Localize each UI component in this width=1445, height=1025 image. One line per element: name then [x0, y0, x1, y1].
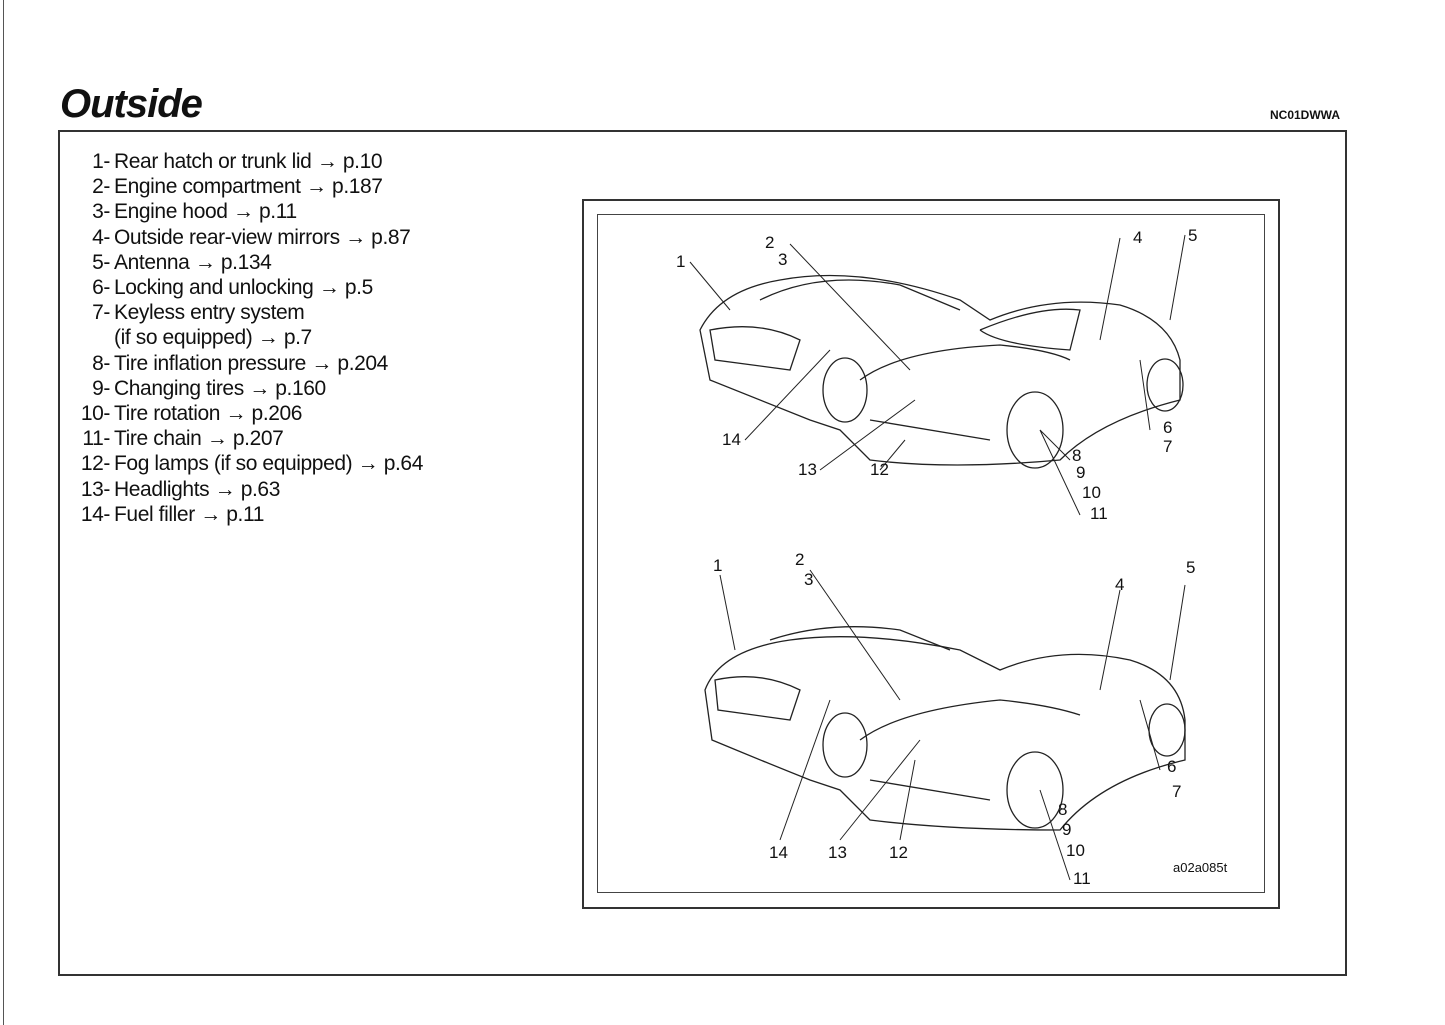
list-item: 4-Outside rear-view mirrors → p.87: [66, 225, 423, 250]
convertible-callout-12: 12: [889, 843, 908, 862]
item-number: 2-: [92, 175, 110, 199]
list-item: 7-Keyless entry system: [66, 300, 423, 325]
item-text: Tire rotation → p.206: [114, 402, 303, 426]
coupe-callout-8: 8: [1072, 446, 1082, 465]
convertible-illustration: [704, 626, 1186, 831]
coupe-callout-5: 5: [1188, 226, 1198, 245]
item-text: Engine hood → p.11: [114, 200, 297, 224]
list-item: 5-Antenna → p.134: [66, 250, 423, 275]
list-item: 9-Changing tires → p.160: [66, 376, 423, 401]
coupe-callout-11: 11: [1090, 504, 1108, 523]
item-text: Keyless entry system: [114, 301, 305, 325]
list-item: (if so equipped) → p.7: [66, 325, 423, 350]
coupe-callout-10: 10: [1082, 483, 1101, 502]
list-item: 12-Fog lamps (if so equipped) → p.64: [66, 451, 424, 476]
item-text: (if so equipped) → p.7: [114, 326, 312, 350]
item-text: Changing tires → p.160: [114, 376, 326, 400]
coupe-callout-13: 13: [798, 460, 817, 479]
coupe-callout-6: 6: [1163, 418, 1173, 437]
convertible-callout-7: 7: [1172, 782, 1182, 801]
convertible-callout-2: 2: [795, 550, 805, 569]
coupe-callout-7: 7: [1163, 437, 1173, 456]
convertible-callout-13: 13: [828, 843, 847, 862]
section-code: NC01DWWA: [1270, 108, 1341, 122]
callout-leaders: [689, 234, 1186, 881]
item-text: Fog lamps (if so equipped) → p.64: [114, 452, 423, 476]
item-text: Rear hatch or trunk lid → p.10: [114, 150, 383, 173]
item-number: 5-: [92, 250, 110, 274]
list-item: 3-Engine hood → p.11: [66, 199, 423, 224]
item-text: Fuel filler → p.11: [114, 502, 264, 526]
item-text: Tire chain → p.207: [114, 427, 284, 451]
list-item: 1-Rear hatch or trunk lid → p.10: [66, 149, 423, 174]
list-item: 10-Tire rotation → p.206: [66, 401, 423, 426]
page-title: Outside: [60, 82, 203, 126]
convertible-callout-6: 6: [1167, 757, 1177, 776]
item-text: Tire inflation pressure → p.204: [114, 351, 388, 375]
item-number: 8-: [92, 351, 110, 375]
list-item: 8-Tire inflation pressure → p.204: [66, 351, 423, 376]
list-item: 11-Tire chain → p.207: [66, 426, 423, 451]
item-text: Headlights → p.63: [114, 477, 280, 501]
item-number: 14-: [80, 502, 111, 526]
item-text: Locking and unlocking → p.5: [114, 276, 373, 300]
coupe-callout-12: 12: [870, 460, 889, 479]
item-text: Antenna → p.134: [114, 250, 272, 274]
coupe-callout-4: 4: [1133, 228, 1143, 247]
convertible-callout-11: 11: [1073, 869, 1091, 888]
convertible-callout-8: 8: [1058, 800, 1068, 819]
list-item: 13-Headlights → p.63: [66, 477, 423, 502]
content-frame: [58, 130, 1347, 976]
convertible-callout-4: 4: [1115, 575, 1125, 594]
item-number: 7-: [92, 301, 110, 325]
coupe-callout-1: 1: [676, 252, 686, 271]
item-number: 6-: [92, 276, 110, 300]
item-number: 1-: [92, 150, 110, 173]
figure-frame: [582, 199, 1280, 909]
list-item: 14-Fuel filler → p.11: [66, 502, 423, 527]
list-item: 6-Locking and unlocking → p.5: [66, 275, 423, 300]
coupe-callout-14: 14: [722, 430, 741, 449]
coupe-illustration: [699, 274, 1184, 469]
convertible-callout-1: 1: [713, 556, 723, 575]
item-text: Outside rear-view mirrors → p.87: [114, 225, 411, 249]
list-item: 2-Engine compartment → p.187: [66, 174, 423, 199]
convertible-callout-10: 10: [1066, 841, 1085, 860]
coupe-callout-2: 2: [765, 233, 775, 252]
item-number: 11-: [82, 427, 110, 451]
page-edge-line: [3, 0, 4, 1025]
item-number: 9-: [92, 376, 110, 400]
coupe-callout-3: 3: [778, 250, 788, 269]
item-number: 13-: [80, 477, 111, 501]
figure-inner-frame: [597, 214, 1265, 893]
item-number: 12-: [80, 452, 111, 476]
item-number: 4-: [92, 225, 110, 249]
figure-code: a02a085t: [1173, 860, 1228, 875]
convertible-callout-9: 9: [1062, 820, 1072, 839]
convertible-callout-5: 5: [1186, 558, 1196, 577]
convertible-callout-14: 14: [769, 843, 788, 862]
item-number: 10-: [80, 402, 111, 426]
coupe-callout-9: 9: [1076, 463, 1086, 482]
convertible-callout-3: 3: [804, 570, 814, 589]
item-text: Engine compartment → p.187: [114, 175, 383, 199]
item-number: 3-: [92, 200, 110, 224]
